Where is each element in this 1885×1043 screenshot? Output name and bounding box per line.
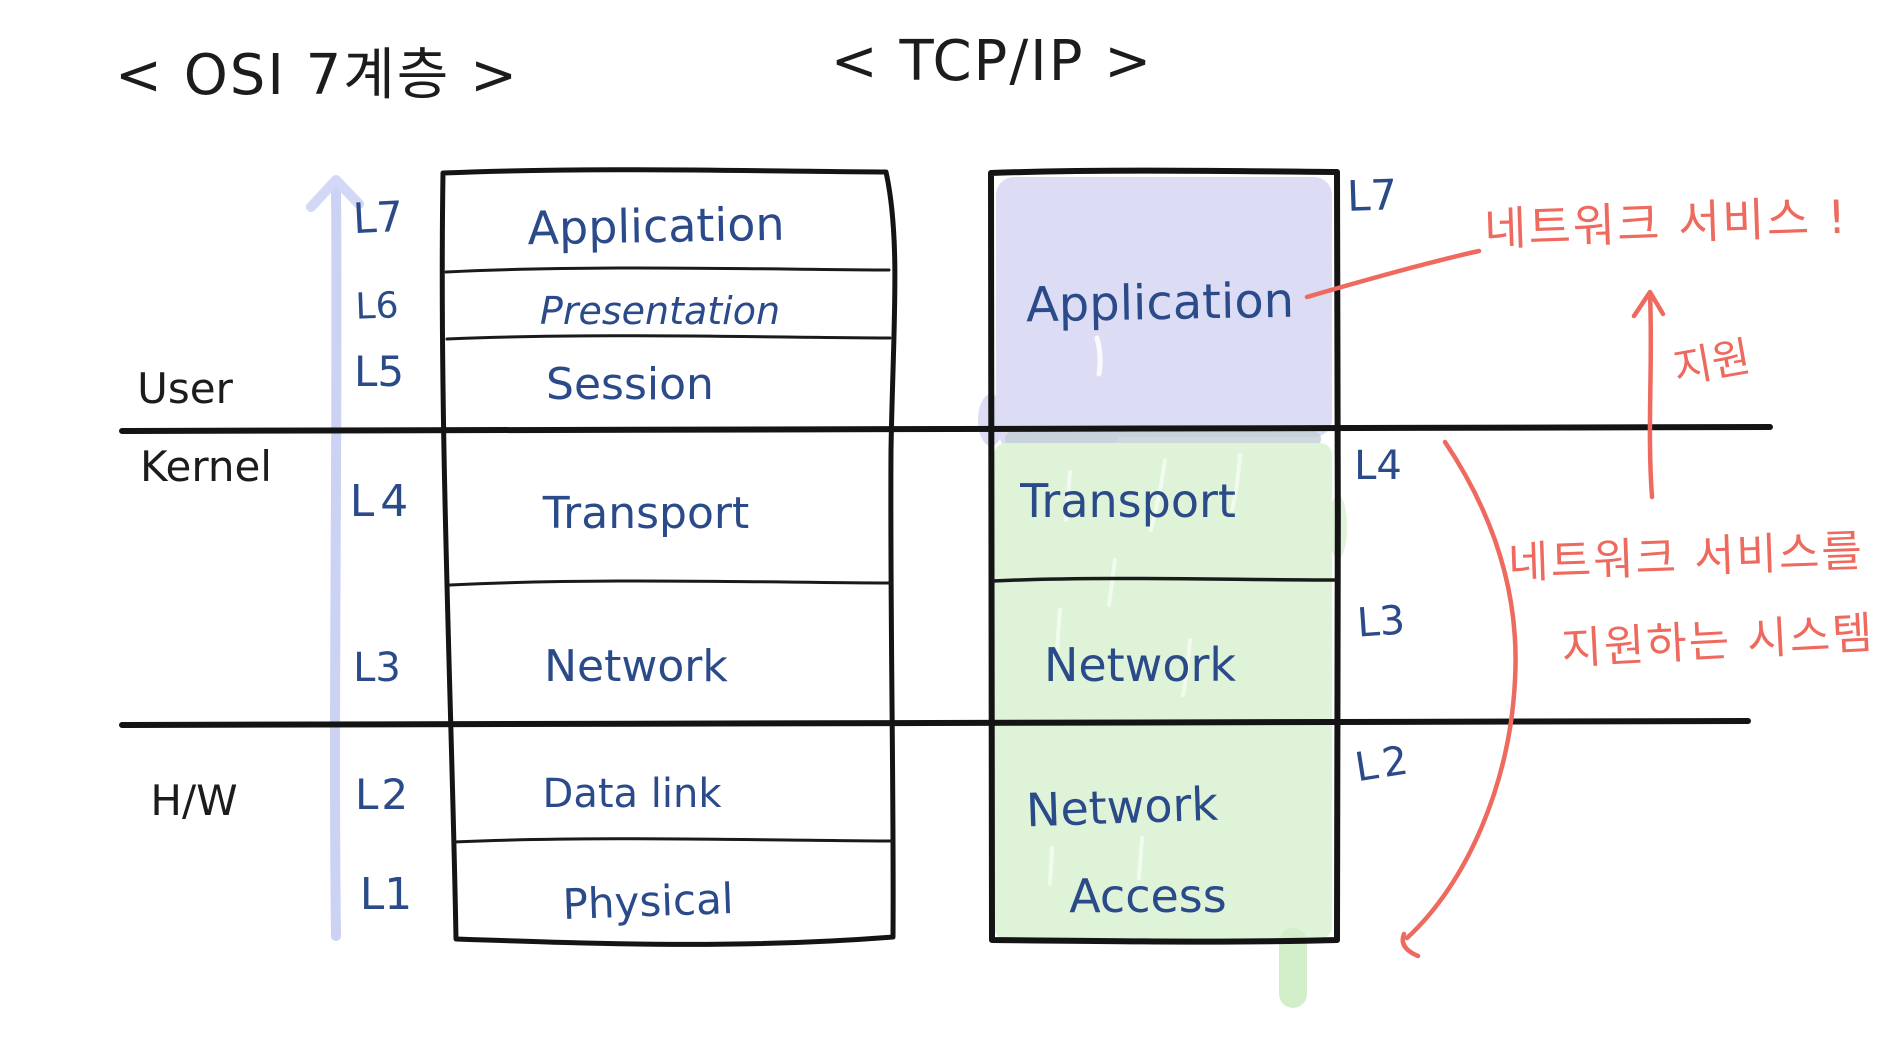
osi-box-border — [439, 167, 898, 947]
green-highlight-streaks — [1048, 453, 1242, 886]
support-arrow-head-icon — [1631, 289, 1666, 319]
system-brace-curve — [1404, 439, 1518, 941]
tcpip-level-l4: L4 — [1354, 443, 1402, 489]
osi-layer-transport: Transport — [542, 488, 750, 539]
side-label-kernel: Kernel — [140, 442, 272, 491]
osi-layer-network: Network — [544, 641, 728, 692]
tcpip-level-l3: L3 — [1355, 597, 1407, 647]
lavender-highlight-streak — [1094, 335, 1103, 377]
tcpip-layer-application: Application — [1025, 272, 1295, 334]
layer-direction-arrow-head-icon — [306, 175, 364, 212]
osi-level-l2: L2 — [354, 770, 412, 819]
system-brace-curve-tail — [1400, 931, 1421, 959]
osi-layer-presentation: Presentation — [539, 289, 781, 333]
osi-level-l7: L7 — [351, 191, 405, 244]
tcpip-layer-transport: Transport — [1020, 474, 1236, 528]
osi-level-l5: L5 — [353, 347, 405, 396]
osi-level-l1: L1 — [359, 869, 413, 920]
side-label-hw: H/W — [150, 776, 238, 825]
osi-row-separators — [444, 266, 894, 844]
tcpip-box-border — [988, 167, 1341, 945]
osi-level-l3: L3 — [353, 645, 401, 691]
user-kernel-separator-line — [119, 424, 1773, 434]
layer-direction-arrow-shaft — [330, 179, 342, 941]
support-arrow-shaft — [1647, 292, 1655, 500]
osi-layer-data-link: Data link — [542, 771, 722, 817]
network-service-leader-line — [1304, 248, 1482, 300]
tcpip-title: < TCP/IP > — [830, 29, 1154, 94]
green-highlight-drip — [1279, 928, 1307, 1008]
tcpip-level-l2: L2 — [1351, 736, 1417, 792]
side-label-user: User — [137, 364, 233, 413]
tcpip-transport-network-separator — [991, 576, 1338, 583]
tcpip-layer-network: Network — [1043, 638, 1237, 692]
annotation-support: 지원 — [1669, 331, 1755, 394]
osi-level-l4: L4 — [349, 476, 415, 527]
application-lavender-highlight — [996, 177, 1332, 437]
tcpip-layer-network-access-line2: Access — [1069, 869, 1227, 923]
kernel-hw-separator-line — [119, 718, 1751, 728]
osi-layer-application: Application — [527, 196, 785, 256]
osi-title: < OSI 7계층 > — [114, 43, 520, 108]
osi-layer-session: Session — [546, 359, 714, 410]
annotation-system-line1: 네트워크 서비스를 — [1507, 525, 1865, 590]
tcpip-layer-network-access-line1: Network — [1025, 776, 1219, 838]
annotation-network-service: 네트워크 서비스 ! — [1483, 189, 1849, 257]
osi-layer-physical: Physical — [561, 874, 735, 929]
tcpip-level-l7: L7 — [1346, 170, 1398, 221]
tcpip-green-highlight — [994, 443, 1332, 939]
osi-level-l6: L6 — [354, 285, 400, 328]
